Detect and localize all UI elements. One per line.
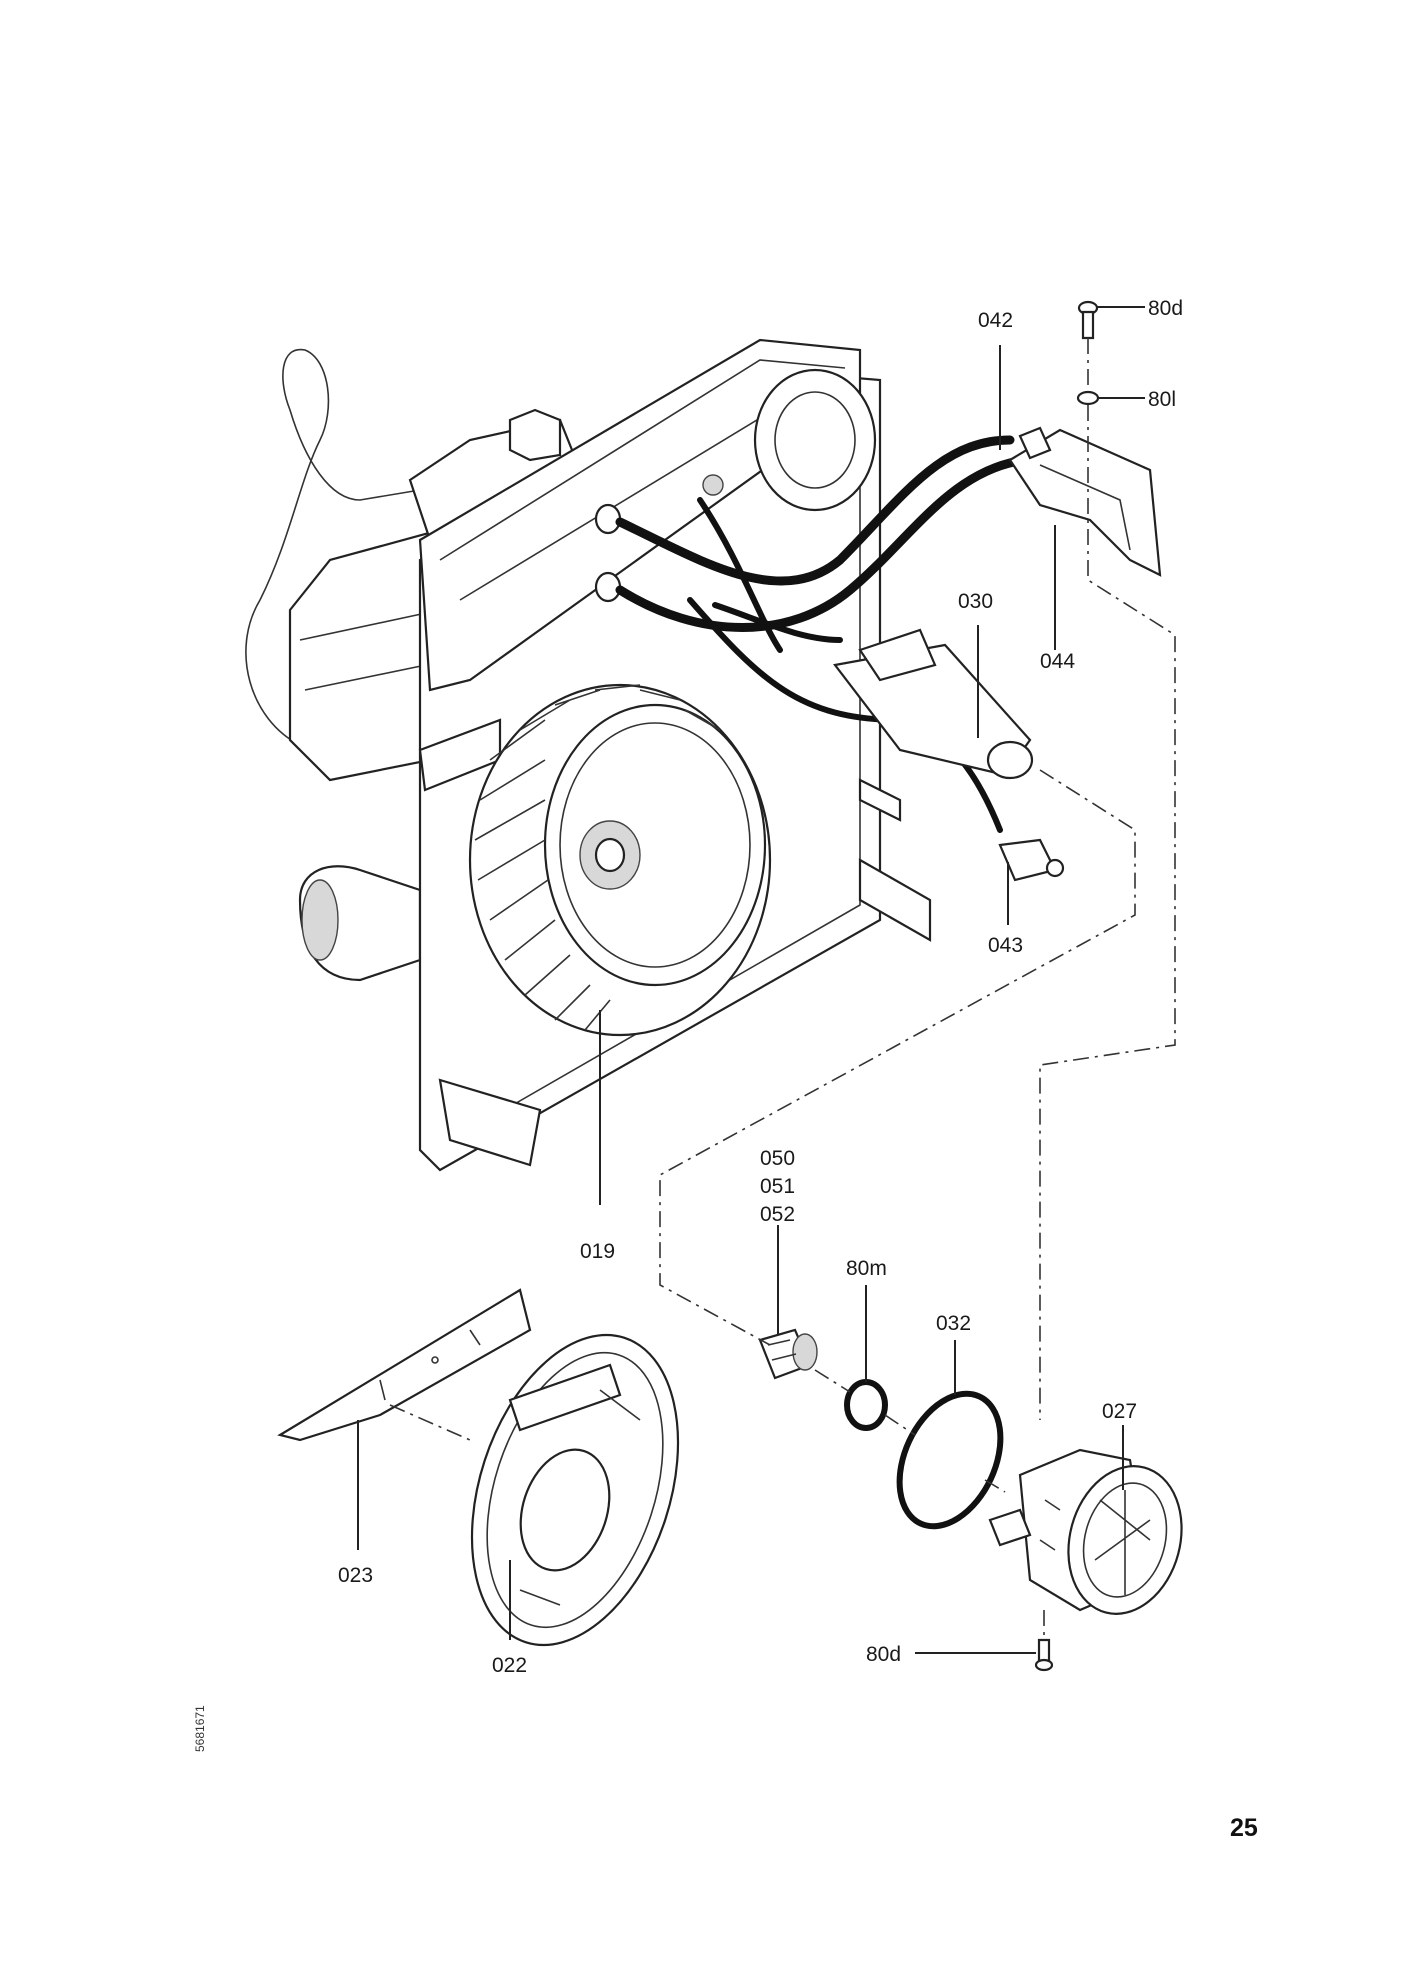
ignition-electrode-044 bbox=[1008, 426, 1162, 577]
label-027: 027 bbox=[1102, 1400, 1137, 1423]
label-019: 019 bbox=[580, 1240, 615, 1263]
page-number: 25 bbox=[1230, 1814, 1258, 1842]
screw-80d-bottom bbox=[1034, 1638, 1054, 1672]
label-032: 032 bbox=[936, 1312, 971, 1335]
label-042: 042 bbox=[978, 309, 1013, 332]
drawing-code: 5681671 bbox=[193, 1705, 207, 1752]
o-ring-80m bbox=[844, 1379, 888, 1431]
flange-plate-022 bbox=[470, 1333, 680, 1647]
label-030: 030 bbox=[958, 590, 993, 613]
label-80m: 80m bbox=[846, 1257, 887, 1280]
photo-cell-030 bbox=[833, 628, 1034, 780]
o-ring-032 bbox=[896, 1390, 1004, 1530]
washer-80l bbox=[1076, 390, 1100, 406]
label-044: 044 bbox=[1040, 650, 1075, 673]
leader-lines bbox=[357, 306, 1145, 1654]
deflector-blade-023 bbox=[277, 1288, 532, 1442]
nozzle-050-051-052 bbox=[758, 1328, 818, 1380]
assembly-lines bbox=[389, 338, 1176, 1640]
label-022: 022 bbox=[492, 1654, 527, 1677]
label-051: 051 bbox=[760, 1175, 795, 1198]
label-023: 023 bbox=[338, 1564, 373, 1587]
label-80d-bottom: 80d bbox=[866, 1643, 901, 1666]
label-80l: 80l bbox=[1148, 388, 1176, 411]
label-050: 050 bbox=[760, 1147, 795, 1170]
label-052: 052 bbox=[760, 1203, 795, 1226]
diffuser-027 bbox=[988, 1448, 1183, 1615]
connector-043 bbox=[998, 838, 1065, 882]
label-043: 043 bbox=[988, 934, 1023, 957]
label-80d-top: 80d bbox=[1148, 297, 1183, 320]
fan-wheel-019 bbox=[468, 683, 772, 1037]
screw-80d-top bbox=[1077, 300, 1099, 340]
